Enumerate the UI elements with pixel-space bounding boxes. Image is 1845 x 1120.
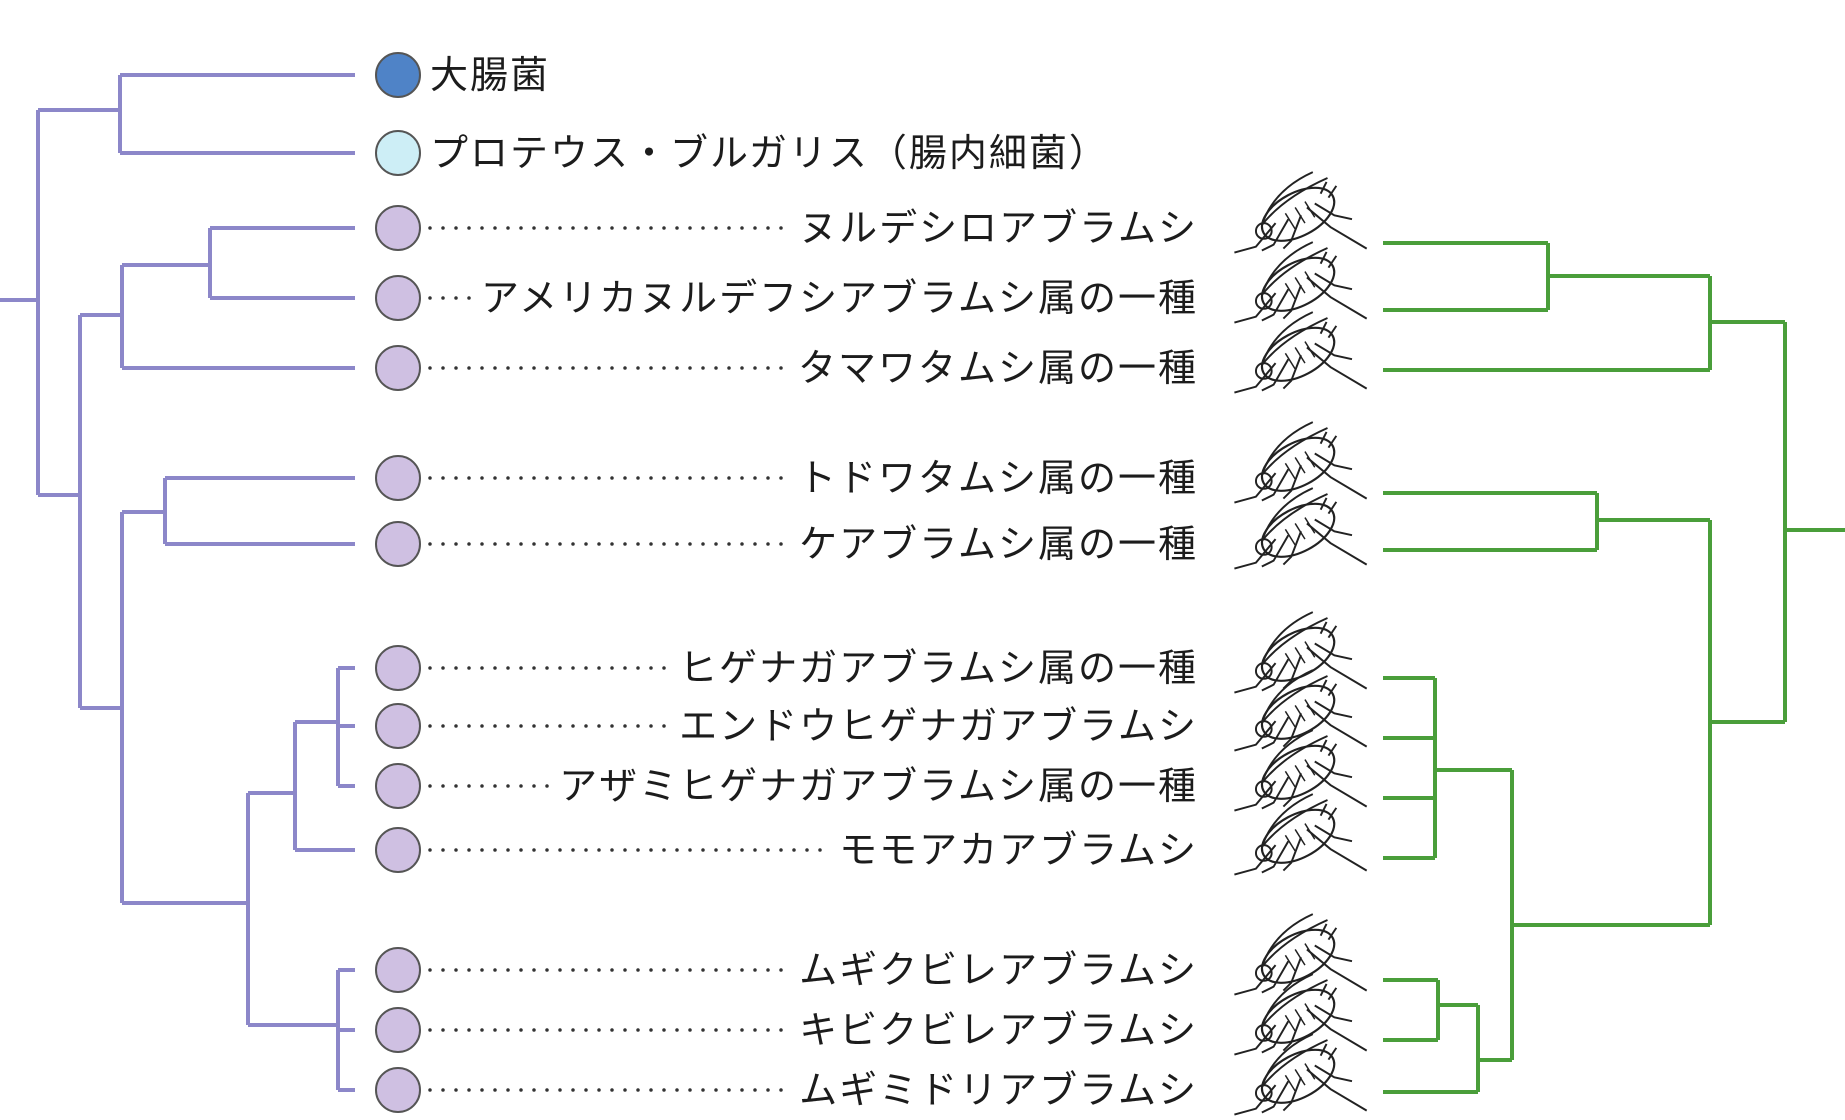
aphid-icon [1233, 729, 1368, 812]
aphid-icon [1233, 793, 1368, 876]
taxon-row-t2: アメリカヌルデフシアブラムシ属の一種 [375, 241, 1368, 324]
taxon-label-t10: ムギクビレアブラムシ [799, 948, 1198, 992]
aphid-icon [1233, 241, 1368, 324]
taxon-node-t2 [375, 275, 421, 321]
taxon-node-t12 [375, 1067, 421, 1113]
taxon-row-t7: エンドウヒゲナガアブラムシ [375, 669, 1368, 752]
taxon-label-proteus: プロテウス・ブルガリス（腸内細菌） [430, 131, 1109, 175]
taxon-node-t11 [375, 1007, 421, 1053]
aphid-icon [1233, 487, 1368, 570]
taxon-label-t5: ケアブラムシ属の一種 [799, 522, 1198, 566]
aphid-icon [1233, 421, 1368, 504]
taxon-node-t6 [375, 645, 421, 691]
taxon-row-t4: トドワタムシ属の一種 [375, 421, 1368, 504]
aphid-icon [1233, 611, 1368, 694]
taxon-label-t3: タマワタムシ属の一種 [798, 346, 1198, 390]
taxon-node-t7 [375, 703, 421, 749]
taxon-node-proteus [375, 130, 421, 176]
taxon-row-t6: ヒゲナガアブラムシ属の一種 [375, 611, 1368, 694]
taxon-node-t9 [375, 827, 421, 873]
taxon-label-t1: ヌルデシロアブラムシ [799, 206, 1198, 250]
host-phylogeny-tree [0, 73, 355, 1092]
taxon-node-t4 [375, 455, 421, 501]
taxon-label-t6: ヒゲナガアブラムシ属の一種 [679, 646, 1198, 690]
taxon-label-t2: アメリカヌルデフシアブラムシ属の一種 [481, 276, 1198, 320]
taxon-label-t4: トドワタムシ属の一種 [798, 456, 1198, 500]
taxon-row-t11: キビクビレアブラムシ [375, 973, 1368, 1056]
taxon-label-ecoli: 大腸菌 [430, 53, 550, 97]
taxon-label-t8: アザミヒゲナガアブラムシ属の一種 [559, 764, 1198, 808]
aphid-icon [1233, 973, 1368, 1056]
aphid-icon [1233, 1033, 1368, 1116]
taxon-label-t12: ムギミドリアブラムシ [799, 1068, 1198, 1112]
taxon-node-t10 [375, 947, 421, 993]
taxon-row-t10: ムギクビレアブラムシ [375, 913, 1368, 996]
taxon-row-t9: モモアカアブラムシ [375, 793, 1368, 876]
aphid-icon [1233, 669, 1368, 752]
aphid-icon [1233, 311, 1368, 394]
taxon-label-t11: キビクビレアブラムシ [799, 1008, 1198, 1052]
taxon-node-ecoli [375, 52, 421, 98]
aphid-icon [1233, 913, 1368, 996]
taxon-node-t8 [375, 763, 421, 809]
taxon-row-t3: タマワタムシ属の一種 [375, 311, 1368, 394]
symbiont-phylogeny-tree [1383, 241, 1845, 1094]
taxon-node-t5 [375, 521, 421, 567]
taxon-row-t5: ケアブラムシ属の一種 [375, 487, 1368, 570]
taxon-row-ecoli: 大腸菌 [375, 52, 550, 98]
taxon-label-t9: モモアカアブラムシ [839, 828, 1198, 872]
taxon-node-t3 [375, 345, 421, 391]
aphid-icon [1233, 171, 1368, 254]
taxon-label-t7: エンドウヒゲナガアブラムシ [679, 704, 1198, 748]
taxon-row-proteus: プロテウス・ブルガリス（腸内細菌） [375, 130, 1109, 176]
taxon-row-t8: アザミヒゲナガアブラムシ属の一種 [375, 729, 1368, 812]
taxon-node-t1 [375, 205, 421, 251]
taxon-row-t1: ヌルデシロアブラムシ [375, 171, 1368, 254]
taxon-row-t12: ムギミドリアブラムシ [375, 1033, 1368, 1116]
